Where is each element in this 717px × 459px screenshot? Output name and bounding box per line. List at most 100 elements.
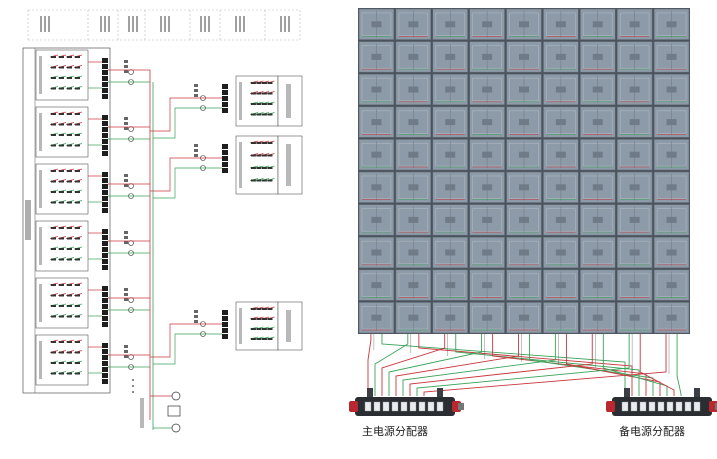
- power-distributors: [349, 388, 717, 416]
- side-module: [235, 135, 279, 195]
- cabinet: [580, 139, 616, 171]
- breaker-glyph: [124, 65, 128, 68]
- cabinet: [653, 171, 690, 203]
- backup-cable: [418, 334, 633, 396]
- side-breaker-stack: [222, 144, 228, 173]
- main-cable: [416, 334, 630, 396]
- header-glyph: [168, 16, 170, 32]
- terminal: [128, 240, 134, 246]
- main-cable: [381, 334, 446, 396]
- cabinet: [469, 236, 505, 269]
- cabinet: [432, 236, 468, 269]
- side-label-glyph: [286, 310, 291, 342]
- header-glyph: [128, 16, 130, 32]
- cabinet: [653, 302, 690, 334]
- cabinet: [580, 204, 616, 236]
- header-glyph: [44, 16, 46, 32]
- side-label-glyph: [286, 144, 291, 186]
- cabinet: [616, 41, 653, 73]
- cabinet: [358, 106, 395, 138]
- side-feed-red: [150, 97, 222, 132]
- cabinet: [580, 8, 616, 40]
- cabinet: [358, 171, 395, 203]
- header-glyph: [208, 16, 210, 32]
- breaker-glyph: [124, 60, 128, 63]
- side-breaker-stack: [222, 84, 228, 113]
- breaker-glyph: [124, 350, 128, 353]
- main-distributor-label: 主电源分配器: [362, 425, 428, 438]
- cabinet: [580, 73, 616, 106]
- cabinet: [653, 139, 690, 171]
- header-glyph: [48, 16, 50, 32]
- main-cable: [374, 334, 409, 396]
- header-glyph: [164, 16, 166, 32]
- meter-symbol: [167, 405, 181, 417]
- breaker-glyph: [124, 184, 128, 187]
- cabinet: [469, 269, 505, 301]
- breaker-stack: [102, 343, 108, 384]
- cabinet: [469, 302, 505, 334]
- cabinet: [580, 41, 616, 73]
- backup-cable: [381, 334, 626, 396]
- side-glyph: [194, 89, 198, 92]
- breaker-glyph: [124, 355, 128, 358]
- source-symbol: [171, 391, 181, 401]
- terminal: [128, 183, 134, 189]
- header-glyph: [204, 16, 206, 32]
- cabinet: [616, 171, 653, 203]
- terminal: [128, 354, 134, 360]
- cabinet: [543, 302, 579, 334]
- cabinet: [432, 106, 468, 138]
- breaker-glyph: [124, 293, 128, 296]
- side-feed-green: [153, 107, 222, 139]
- main-cable: [367, 334, 372, 396]
- cabinet-module: [35, 49, 89, 101]
- header-glyph: [239, 16, 241, 32]
- cabinet: [506, 8, 542, 40]
- cabinet-module: [35, 163, 89, 215]
- side-module: [235, 75, 279, 127]
- breaker-glyph: [124, 231, 128, 234]
- cabinet: [616, 73, 653, 106]
- header-glyph: [200, 16, 202, 32]
- main-frame-glyph: [25, 200, 31, 240]
- cabinet: [543, 106, 579, 138]
- breaker-glyph: [124, 127, 128, 130]
- main-cable: [395, 334, 519, 396]
- cabinet-module: [35, 334, 89, 386]
- cabinet: [358, 204, 395, 236]
- breaker-glyph: [124, 179, 128, 182]
- cabinet: [506, 171, 542, 203]
- cabinet: [395, 171, 432, 203]
- main-cable: [423, 334, 667, 396]
- cabinet: [395, 8, 432, 40]
- cabinet: [653, 8, 690, 40]
- cabinet: [358, 139, 395, 171]
- cabinet: [358, 41, 395, 73]
- cabinet: [506, 139, 542, 171]
- header-glyph: [108, 16, 110, 32]
- cabinet: [469, 106, 505, 138]
- cabinet: [653, 204, 690, 236]
- header-glyph: [104, 16, 106, 32]
- cabinet: [543, 41, 579, 73]
- led-panel: [358, 8, 690, 334]
- cabinet: [395, 302, 432, 334]
- cabinet: [616, 204, 653, 236]
- header-glyph: [136, 16, 138, 32]
- cabinet: [653, 269, 690, 301]
- cabinet: [580, 171, 616, 203]
- cabinet: [358, 8, 395, 40]
- backup-cable: [639, 334, 675, 396]
- breaker-glyph: [124, 236, 128, 239]
- side-feed-red: [150, 323, 222, 358]
- side-glyph: [194, 154, 198, 157]
- cabinet: [580, 302, 616, 334]
- cabinet: [395, 139, 432, 171]
- breaker-stack: [102, 229, 108, 270]
- side-label-glyph: [286, 84, 291, 118]
- cabinet: [616, 139, 653, 171]
- breaker-stack: [102, 286, 108, 327]
- header-glyph: [243, 16, 245, 32]
